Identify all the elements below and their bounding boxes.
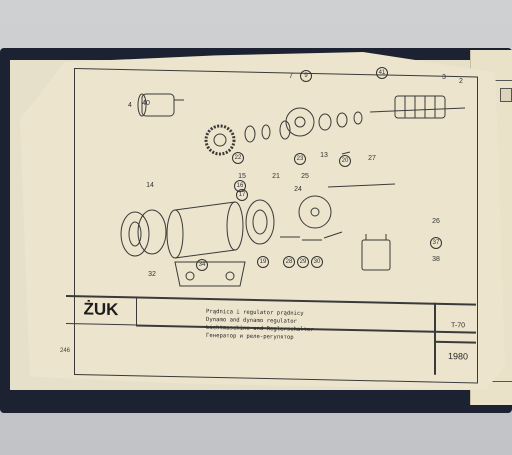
callout-label: 32 [148, 271, 156, 278]
callout-label: 22 [232, 152, 244, 164]
callout-label: 14 [146, 182, 154, 189]
callout-label: 34 [196, 259, 208, 271]
drawing-year: 1980 [447, 351, 469, 362]
title-block: ŻUK Prądnica i regulator prądnicy Dynamo… [66, 295, 476, 376]
callout-label: 17 [236, 189, 248, 201]
mounting-bracket [174, 261, 246, 287]
callout-label: 28 [283, 256, 295, 268]
page-number: 246 [60, 348, 71, 354]
armature [369, 95, 466, 119]
callout-label: 30 [311, 256, 323, 268]
callout-label: 41 [376, 67, 388, 79]
callout-label: 7 [289, 73, 293, 80]
callout-label: 4 [128, 102, 132, 109]
callout-label: 13 [320, 152, 328, 159]
callout-label: 27 [368, 155, 376, 162]
dynamo-housing [166, 201, 244, 259]
callout-label: 9 [300, 70, 312, 82]
exploded-view-drawing [120, 93, 466, 287]
drive-gear [204, 124, 236, 156]
voltage-regulator [361, 234, 391, 271]
callout-label: 26 [432, 218, 440, 225]
brand-name: ŻUK [66, 295, 137, 326]
dynamo-thumbnail [137, 93, 184, 117]
callout-label: 19 [257, 256, 269, 268]
callout-label: 37 [430, 237, 442, 249]
left-page [20, 52, 506, 390]
callout-label: 20 [339, 155, 351, 167]
callout-label: 38 [432, 256, 440, 263]
callout-label: 29 [297, 256, 309, 268]
callout-label: 21 [272, 173, 280, 180]
end-bracket-top [285, 107, 315, 137]
right-page-mark [500, 88, 512, 102]
callout-label: 23 [294, 153, 306, 165]
end-plate [298, 195, 332, 229]
callout-label: 2 [459, 78, 463, 85]
commutator-end-bracket [245, 199, 275, 245]
drawing-code: T-70 [450, 322, 465, 330]
callout-label: 40 [142, 100, 150, 107]
callout-label: 3 [442, 74, 446, 81]
callout-label: 25 [301, 173, 309, 180]
callout-label: 15 [238, 173, 246, 180]
callout-label: 24 [294, 186, 302, 193]
drawing-title: Prądnica i regulator prądnicy Dynamo and… [206, 308, 406, 344]
field-coils [120, 209, 167, 257]
